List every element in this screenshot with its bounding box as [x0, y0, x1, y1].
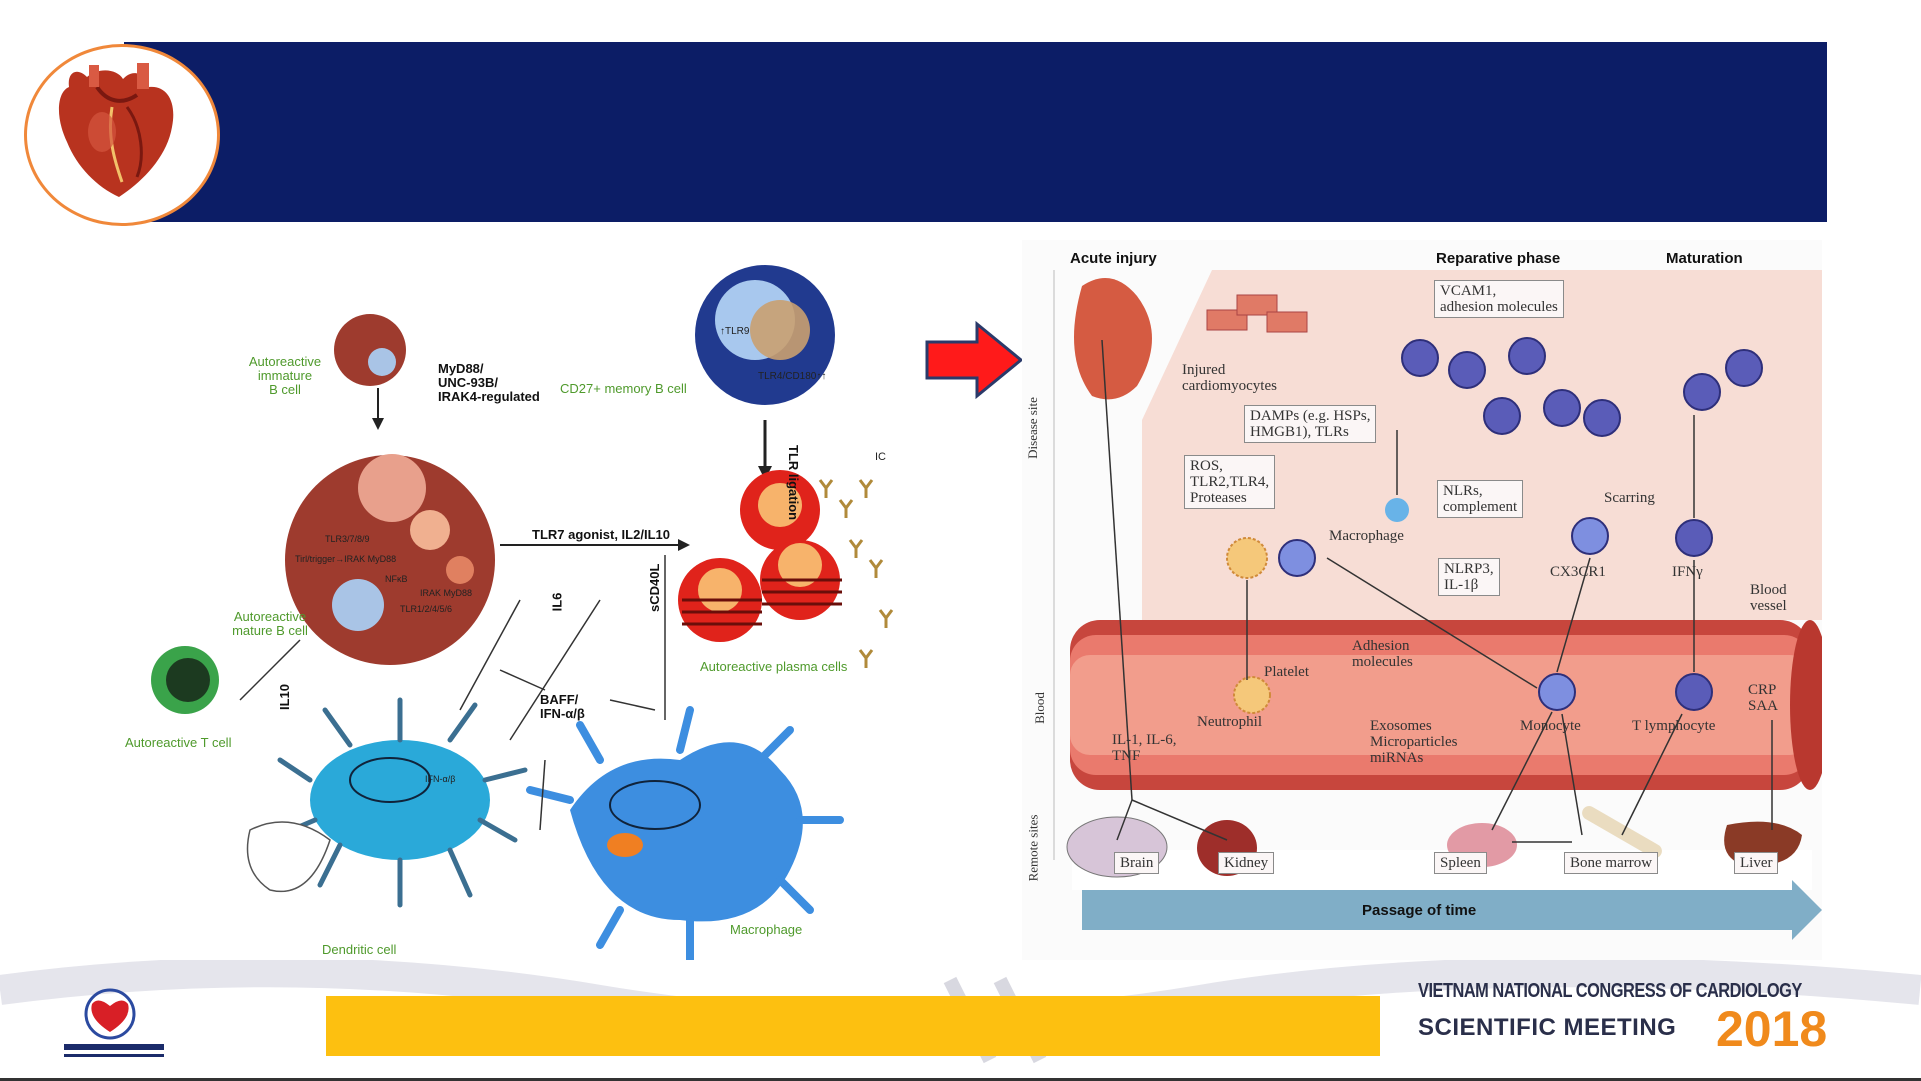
- dendritic-cell: [246, 697, 528, 908]
- crp-label: CRP SAA: [1748, 682, 1779, 714]
- heart-logo: [24, 44, 220, 226]
- title-bar: [124, 42, 1827, 222]
- myd88-label: MyD88/ UNC-93B/ IRAK4-regulated: [438, 361, 540, 404]
- irak-label: IRAK MyD88: [420, 588, 473, 598]
- scd40l-label: sCD40L: [647, 563, 662, 612]
- nlrp3-box: NLRP3, IL-1β: [1438, 558, 1500, 596]
- il1-label: IL-1, IL-6, TNF: [1112, 732, 1177, 764]
- nfkb-label: NFκB: [385, 574, 408, 584]
- neutrophil-label: Neutrophil: [1197, 714, 1262, 730]
- immune-cells-diagram: [151, 265, 894, 964]
- tlr-ligation-label: TLR ligation: [786, 445, 801, 521]
- blood-vessel-label: Blood vessel: [1750, 582, 1787, 614]
- plasma-cells-label: Autoreactive plasma cells: [700, 659, 848, 674]
- ifn-label: IFN-α/β: [425, 774, 456, 784]
- heart-icon: [1074, 278, 1152, 400]
- reparative-phase-label: Reparative phase: [1436, 250, 1561, 267]
- t-cell-label: Autoreactive T cell: [125, 735, 232, 750]
- cx3cr1-label: CX3CR1: [1550, 564, 1606, 580]
- macrophage-right-label: Macrophage: [1329, 528, 1404, 544]
- macrophage-label: Macrophage: [730, 922, 803, 937]
- remote-sites-label: Remote sites: [1025, 814, 1041, 882]
- macrophage-cell: [526, 706, 844, 964]
- vcam-box: VCAM1, adhesion molecules: [1434, 280, 1564, 318]
- bottom-divider: [0, 1078, 1921, 1081]
- blood-label: Blood: [1031, 692, 1047, 724]
- plasma-cells: [678, 470, 842, 642]
- immature-b-cell-label: Autoreactive immature B cell: [248, 354, 322, 397]
- spleen-box: Spleen: [1434, 852, 1487, 874]
- nlrs-box: NLRs, complement: [1437, 480, 1524, 518]
- passage-label: Passage of time: [1362, 902, 1477, 919]
- liver-box: Liver: [1734, 852, 1779, 874]
- tlr1245-label: TLR1/2/4/5/6: [400, 604, 453, 614]
- inner1-label: Tirl/trigger→IRAK MyD88: [295, 554, 397, 564]
- il6-label: IL6: [549, 592, 565, 612]
- right-arrow-icon: [925, 320, 1024, 400]
- kidney-box: Kidney: [1218, 852, 1275, 874]
- brain-box: Brain: [1114, 852, 1160, 874]
- disease-site-label: Disease site: [1024, 397, 1040, 459]
- tlr379-label: TLR3/7/8/9: [325, 534, 370, 544]
- exosomes-label: Exosomes Microparticles miRNAs: [1370, 718, 1458, 766]
- platelet-label: Platelet: [1264, 664, 1309, 680]
- scarring-label: Scarring: [1604, 490, 1655, 506]
- heart-icon: [58, 63, 174, 197]
- ros-box: ROS, TLR2,TLR4, Proteases: [1184, 455, 1276, 509]
- year-label: 2018: [1716, 1001, 1828, 1057]
- immature-b-cell: [334, 314, 406, 386]
- tlr4-label: TLR4/CD180↑↑: [758, 371, 827, 382]
- dendritic-cell-label: Dendritic cell: [322, 942, 397, 957]
- damps-box: DAMPs (e.g. HSPs, HMGB1), TLRs: [1244, 405, 1377, 443]
- il10-label: IL10: [277, 683, 293, 711]
- subtitle-bar: [326, 996, 1380, 1056]
- t-lymphocyte-label: T lymphocyte: [1632, 718, 1716, 734]
- bone-marrow-box: Bone marrow: [1564, 852, 1659, 874]
- injured-label: Injured cardiomyocytes: [1182, 362, 1277, 394]
- tlr9-label: ↑TLR9: [720, 326, 750, 337]
- acute-injury-label: Acute injury: [1070, 250, 1157, 267]
- left-diagram: Autoreactive immature B cell MyD88/ UNC-…: [100, 240, 930, 964]
- ifng-label: IFNγ: [1672, 564, 1703, 580]
- injury-timeline-diagram: [1053, 270, 1830, 940]
- congress-line1: VIETNAM NATIONAL CONGRESS OF CARDIOLOGY: [1418, 980, 1802, 1002]
- tlr7-agonist-label: TLR7 agonist, IL2/IL10: [532, 527, 670, 542]
- monocyte-label: Monocyte: [1520, 718, 1581, 734]
- congress-line2: SCIENTIFIC MEETING: [1418, 1014, 1677, 1041]
- association-logo: [64, 988, 164, 1057]
- right-diagram: Acute injury Reparative phase Maturation…: [1022, 240, 1830, 960]
- adhesion-label: Adhesion molecules: [1352, 638, 1413, 670]
- baff-label: BAFF/ IFN-α/β: [540, 692, 585, 721]
- maturation-label: Maturation: [1666, 250, 1743, 267]
- mature-b-cell-label: Autoreactive mature B cell: [232, 609, 308, 638]
- ic-label: IC: [875, 451, 886, 463]
- memory-b-cell-label: CD27+ memory B cell: [560, 381, 687, 396]
